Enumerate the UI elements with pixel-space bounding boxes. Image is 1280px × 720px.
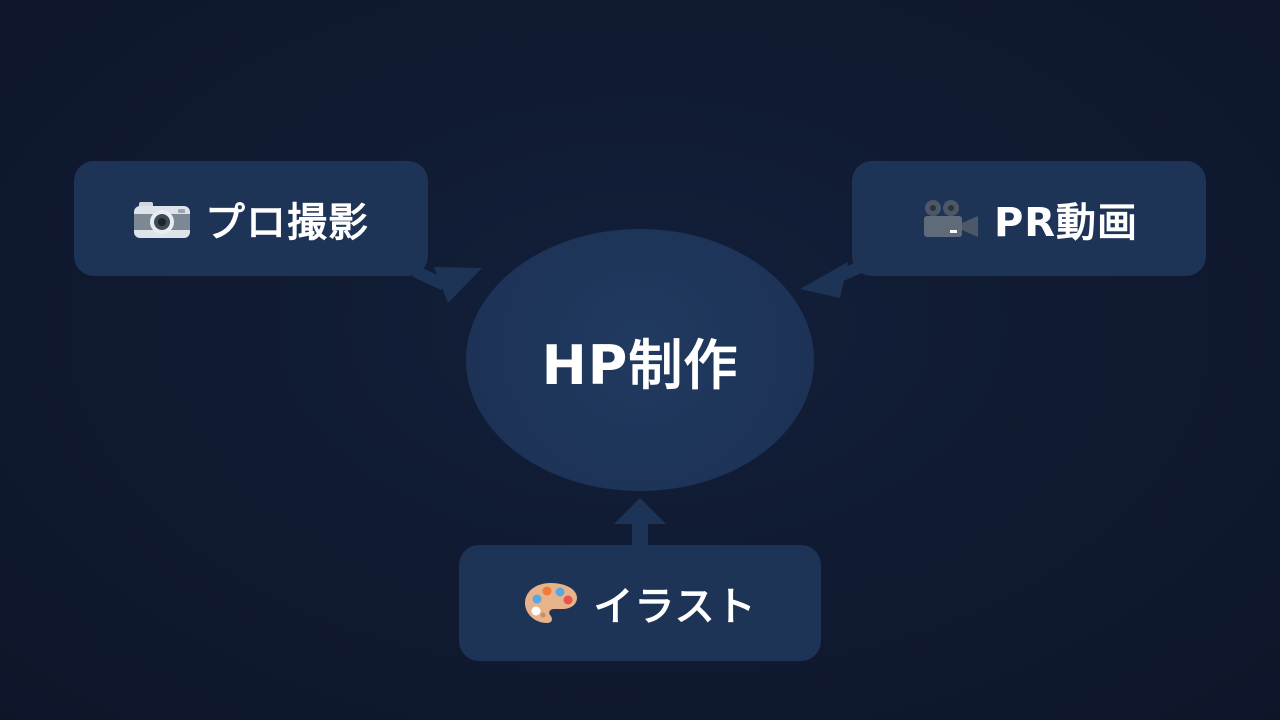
node-pro-photo: プロ撮影 (74, 161, 428, 276)
arrow-photo-to-center (413, 266, 482, 303)
center-node-hp: HP制作 (466, 229, 814, 491)
movie-camera-icon (920, 199, 980, 239)
node-label: プロ撮影 (205, 199, 369, 246)
arrow-illust-to-center (614, 498, 666, 550)
camera-icon (133, 199, 191, 239)
node-label: イラスト (593, 584, 757, 630)
artist-palette-icon (523, 581, 579, 625)
center-label: HP制作 (541, 333, 739, 397)
node-label: PR動画 (993, 199, 1139, 246)
node-pr-video: PR動画 (852, 161, 1206, 276)
node-illustration: イラスト (459, 545, 821, 661)
